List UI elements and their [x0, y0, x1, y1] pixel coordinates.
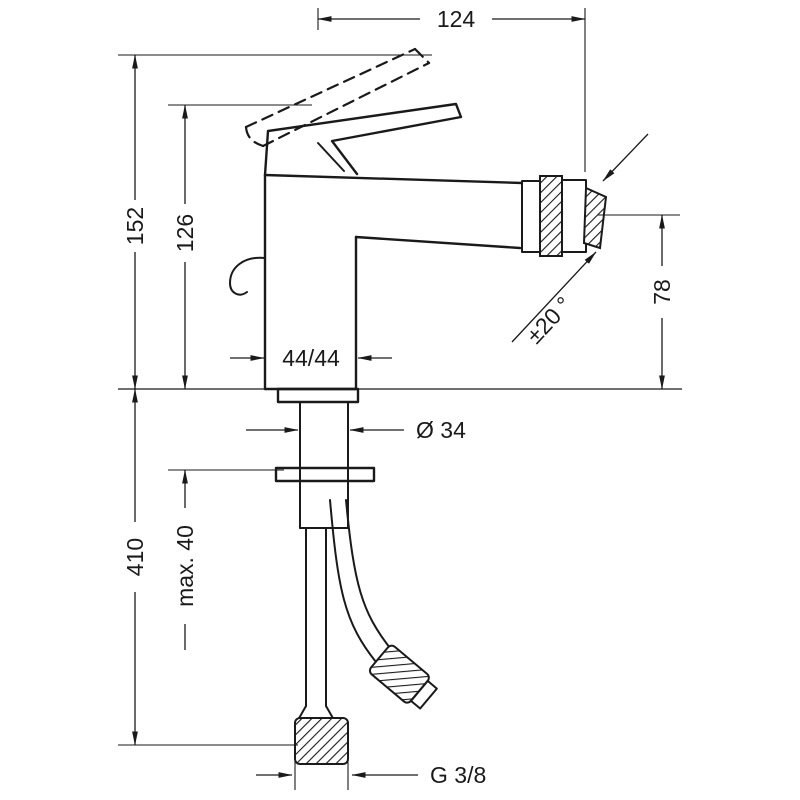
dimension-thread: G 3/8 [256, 760, 486, 790]
pop-up-rod [229, 256, 266, 296]
dimension-spout-reach: 124 [317, 6, 586, 172]
dim-label-center-offset: 44/44 [282, 345, 340, 371]
bottom-connector [294, 527, 349, 765]
handle-raised-dashed [244, 47, 431, 148]
dim-label-mounting-hole: Ø 34 [416, 417, 466, 443]
dimension-mounting-hole: Ø 34 [246, 417, 466, 443]
dim-label-thread: G 3/8 [430, 762, 486, 788]
dim-label-hose-length: 410 [122, 538, 148, 576]
dimension-spout-height: 126 [168, 104, 312, 390]
dimension-hose-length: 410 [118, 388, 298, 746]
dimension-center-offset: 44/44 [230, 345, 392, 371]
dimension-outlet-height: 78 [598, 214, 680, 390]
faucet-handle [263, 102, 463, 177]
dim-label-outlet-height: 78 [649, 279, 675, 305]
dim-label-spout-reach: 124 [437, 6, 476, 32]
shank-and-mounting [274, 387, 376, 529]
dim-label-max-thickness: max. 40 [172, 525, 198, 607]
dim-label-total-height: 152 [122, 207, 148, 245]
dimension-total-height: 152 [118, 54, 432, 390]
aerator-assembly [521, 175, 608, 257]
dim-label-swivel-angle: ±20 ° [521, 291, 577, 348]
dim-label-spout-height: 126 [172, 214, 198, 252]
mounting-plate [274, 466, 376, 483]
dimension-max-thickness: max. 40 [168, 469, 284, 650]
knurled-ring [539, 175, 563, 257]
hose-nut [368, 644, 430, 704]
outlet-face [582, 186, 608, 250]
dimension-swivel-angle: ±20 ° [511, 133, 649, 349]
connector-nut [294, 717, 349, 765]
flex-hose [329, 499, 438, 710]
